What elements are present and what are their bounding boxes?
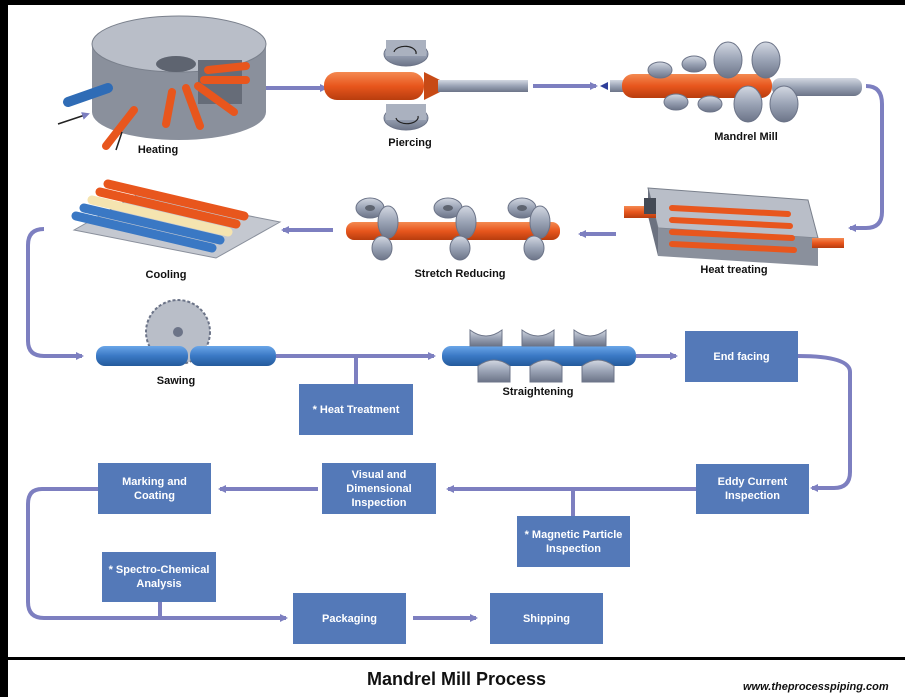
label-piercing: Piercing [388, 137, 431, 149]
box-spectro-chemical: * Spectro-Chemical Analysis [102, 552, 216, 602]
box-marking-coating: Marking and Coating [98, 463, 211, 514]
label-straightening: Straightening [503, 386, 574, 398]
footer-divider [8, 657, 905, 660]
label-mandrel-mill: Mandrel Mill [714, 131, 778, 143]
flow-arrows [26, 82, 884, 622]
label-sawing: Sawing [157, 375, 196, 387]
box-shipping: Shipping [490, 593, 603, 644]
label-heating: Heating [138, 144, 178, 156]
box-magnetic-particle: * Magnetic Particle Inspection [517, 516, 630, 567]
arrow-cooling-to-sawing [26, 227, 84, 360]
diagram-frame: Heating Piercing Mandrel Mill Cooling St… [8, 0, 905, 697]
piercing-mill [324, 40, 528, 131]
mandrel-mill [600, 41, 862, 123]
arrow-mandrel-to-heattreat [848, 84, 884, 232]
heat-treating-furnace [624, 187, 844, 266]
arrow-endfacing-to-eddy [797, 354, 852, 492]
heating-furnace [57, 15, 267, 151]
sawing [96, 299, 276, 366]
stretch-reducing-mill [346, 197, 560, 261]
box-packaging: Packaging [293, 593, 406, 644]
label-heat-treating: Heat treating [700, 264, 767, 276]
cooling-bed [71, 179, 282, 259]
process-flow-diagram: Heating Piercing Mandrel Mill Cooling St… [26, 15, 884, 622]
box-end-facing: End facing [685, 331, 798, 382]
label-cooling: Cooling [146, 269, 187, 281]
box-eddy-current: Eddy Current Inspection [696, 464, 809, 514]
website-link[interactable]: www.theprocesspiping.com [743, 681, 889, 693]
box-visual-dimensional: Visual and Dimensional Inspection [322, 463, 436, 514]
box-heat-treatment: * Heat Treatment [299, 384, 413, 435]
top-border [8, 0, 905, 5]
diagram-title: Mandrel Mill Process [366, 669, 547, 689]
label-stretch-reducing: Stretch Reducing [414, 268, 505, 280]
arrow-marking-to-packaging [26, 487, 288, 622]
straightening [442, 329, 636, 383]
